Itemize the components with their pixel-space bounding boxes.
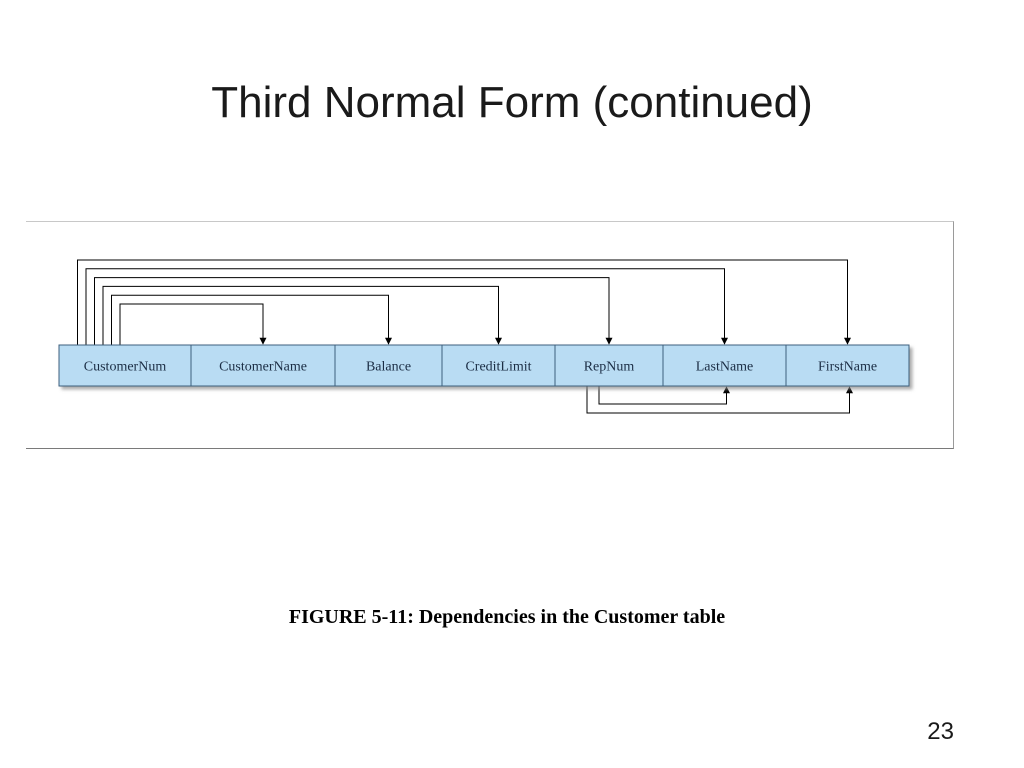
attribute-customername: CustomerName xyxy=(190,344,336,387)
attribute-label-customernum: CustomerNum xyxy=(84,360,167,375)
attribute-boxes: CustomerNum CustomerName Balance CreditLimi… xyxy=(58,344,910,387)
attribute-label-customername: CustomerName xyxy=(219,360,307,375)
figure-frame: CustomerNum CustomerName Balance CreditLimi… xyxy=(26,221,954,449)
attribute-box-firstname xyxy=(785,344,910,387)
dependency-lines xyxy=(77,259,853,414)
attribute-repnum: RepNum xyxy=(554,344,664,387)
dependency-line-customernum-repnum xyxy=(94,277,613,345)
figure-caption: FIGURE 5-11: Dependencies in the Custome… xyxy=(288,606,726,628)
slide-title: Third Normal Form (continued) xyxy=(211,78,813,127)
attribute-label-creditlimit: CreditLimit xyxy=(465,360,531,375)
attribute-box-repnum xyxy=(554,344,664,387)
dependency-line-repnum-lastname xyxy=(598,386,730,405)
attribute-box-customernum xyxy=(58,344,192,387)
attribute-lastname: LastName xyxy=(662,344,787,387)
page-number: 23 xyxy=(927,718,954,745)
dependency-line-customernum-lastname xyxy=(85,268,728,345)
dependency-line-customernum-balance xyxy=(111,294,392,345)
dependency-line-customernum-customername xyxy=(119,303,267,345)
dependency-line-customernum-firstname xyxy=(77,259,851,345)
dependency-line-customernum-creditlimit xyxy=(102,285,502,345)
attribute-label-repnum: RepNum xyxy=(584,360,635,375)
attribute-firstname: FirstName xyxy=(785,344,910,387)
attribute-label-balance: Balance xyxy=(366,360,411,375)
attribute-customernum: CustomerNum xyxy=(58,344,192,387)
attribute-label-lastname: LastName xyxy=(696,360,754,375)
attribute-creditlimit: CreditLimit xyxy=(441,344,556,387)
attribute-label-firstname: FirstName xyxy=(818,360,877,375)
attribute-box-customername xyxy=(190,344,336,387)
attribute-balance: Balance xyxy=(334,344,443,387)
dependency-diagram: CustomerNum CustomerName Balance CreditLimi… xyxy=(58,259,910,414)
dependency-line-repnum-firstname xyxy=(586,386,853,414)
